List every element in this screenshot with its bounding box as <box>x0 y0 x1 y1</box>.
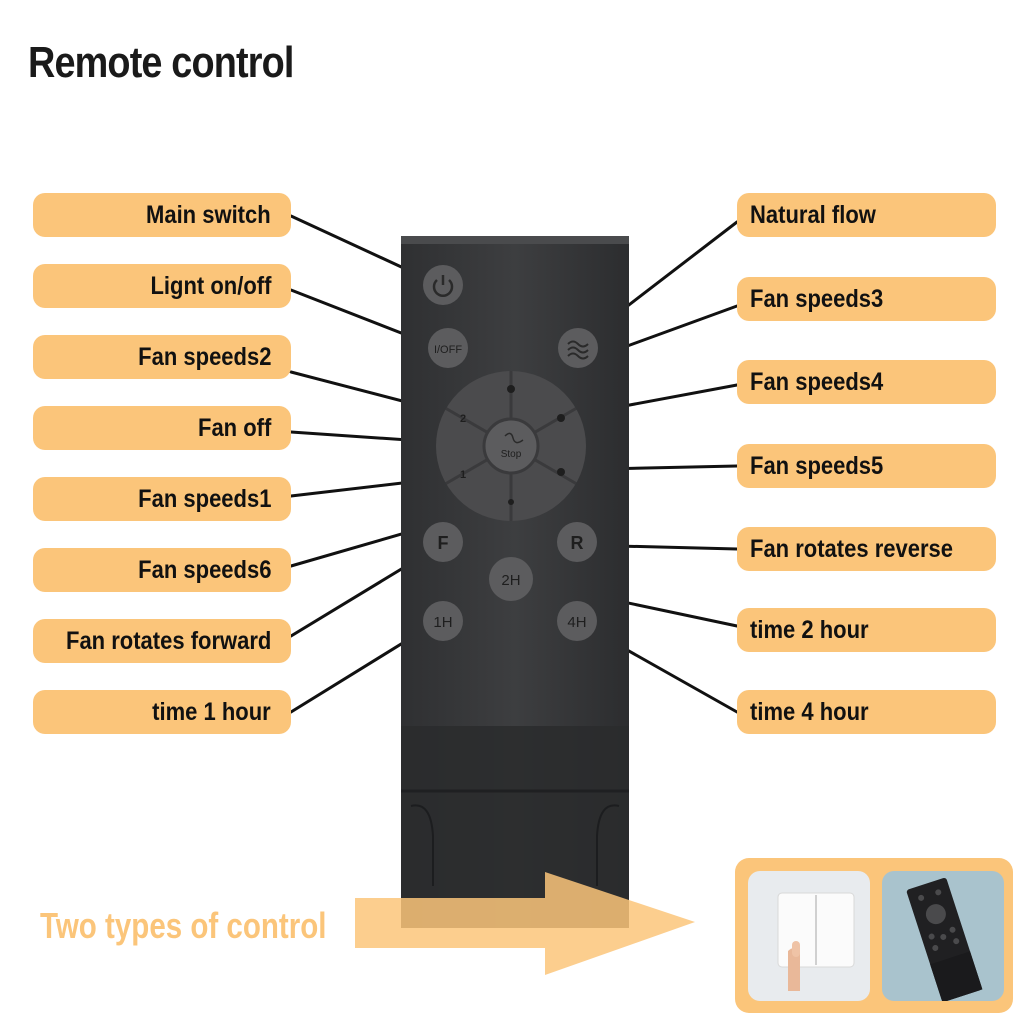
reverse-button[interactable] <box>557 522 597 562</box>
label-1hour: time 1 hour <box>33 690 291 734</box>
label-main-switch: Main switch <box>33 193 291 237</box>
fan-icon <box>504 432 524 444</box>
wall-switch-image <box>748 871 870 1001</box>
stop-button-label: Stop <box>501 449 522 460</box>
speed3-button[interactable] <box>507 385 515 393</box>
reverse-button-label: R <box>571 533 584 553</box>
label-light: Lignt on/off <box>33 264 291 308</box>
one-hour-button[interactable] <box>423 601 463 641</box>
two-hour-button[interactable] <box>489 557 533 601</box>
power-icon <box>432 275 454 297</box>
label-natural-flow: Natural flow <box>737 193 996 237</box>
four-hour-button[interactable] <box>557 601 597 641</box>
label-reverse: Fan rotates reverse <box>737 527 996 571</box>
remote-image <box>882 871 1004 1001</box>
forward-button[interactable] <box>423 522 463 562</box>
label-speed1: Fan speeds1 <box>33 477 291 521</box>
two-hour-label: 2H <box>501 572 520 589</box>
light-button[interactable] <box>428 328 468 368</box>
label-speed3: Fan speeds3 <box>737 277 996 321</box>
speed5-button[interactable] <box>557 468 565 476</box>
four-hour-label: 4H <box>567 614 586 631</box>
one-hour-label: 1H <box>433 614 452 631</box>
label-speed4: Fan speeds4 <box>737 360 996 404</box>
control-types-box <box>735 858 1013 1013</box>
forward-button-label: F <box>438 533 449 553</box>
speed6-button[interactable] <box>508 499 514 505</box>
stop-button[interactable] <box>482 417 540 475</box>
arrow-right-icon <box>355 872 695 975</box>
wind-icon <box>567 340 589 360</box>
speed1-button[interactable]: 1 <box>460 469 466 481</box>
label-2hour: time 2 hour <box>737 608 996 652</box>
light-button-label: I/OFF <box>434 344 462 356</box>
page-title: Remote control <box>28 38 294 87</box>
bottom-text: Two types of control <box>40 905 327 946</box>
speed-dial: Stop 2 1 <box>436 371 586 521</box>
speed2-button[interactable]: 2 <box>460 413 466 425</box>
speed4-button[interactable] <box>557 414 565 422</box>
natural-flow-button[interactable] <box>558 328 598 368</box>
label-forward: Fan rotates forward <box>33 619 291 663</box>
label-fan-off: Fan off <box>33 406 291 450</box>
label-4hour: time 4 hour <box>737 690 996 734</box>
label-speed5: Fan speeds5 <box>737 444 996 488</box>
label-speed6: Fan speeds6 <box>33 548 291 592</box>
remote-control: I/OFF Stop 2 1 F R 2H 1H 4H <box>401 236 629 928</box>
label-speed2: Fan speeds2 <box>33 335 291 379</box>
